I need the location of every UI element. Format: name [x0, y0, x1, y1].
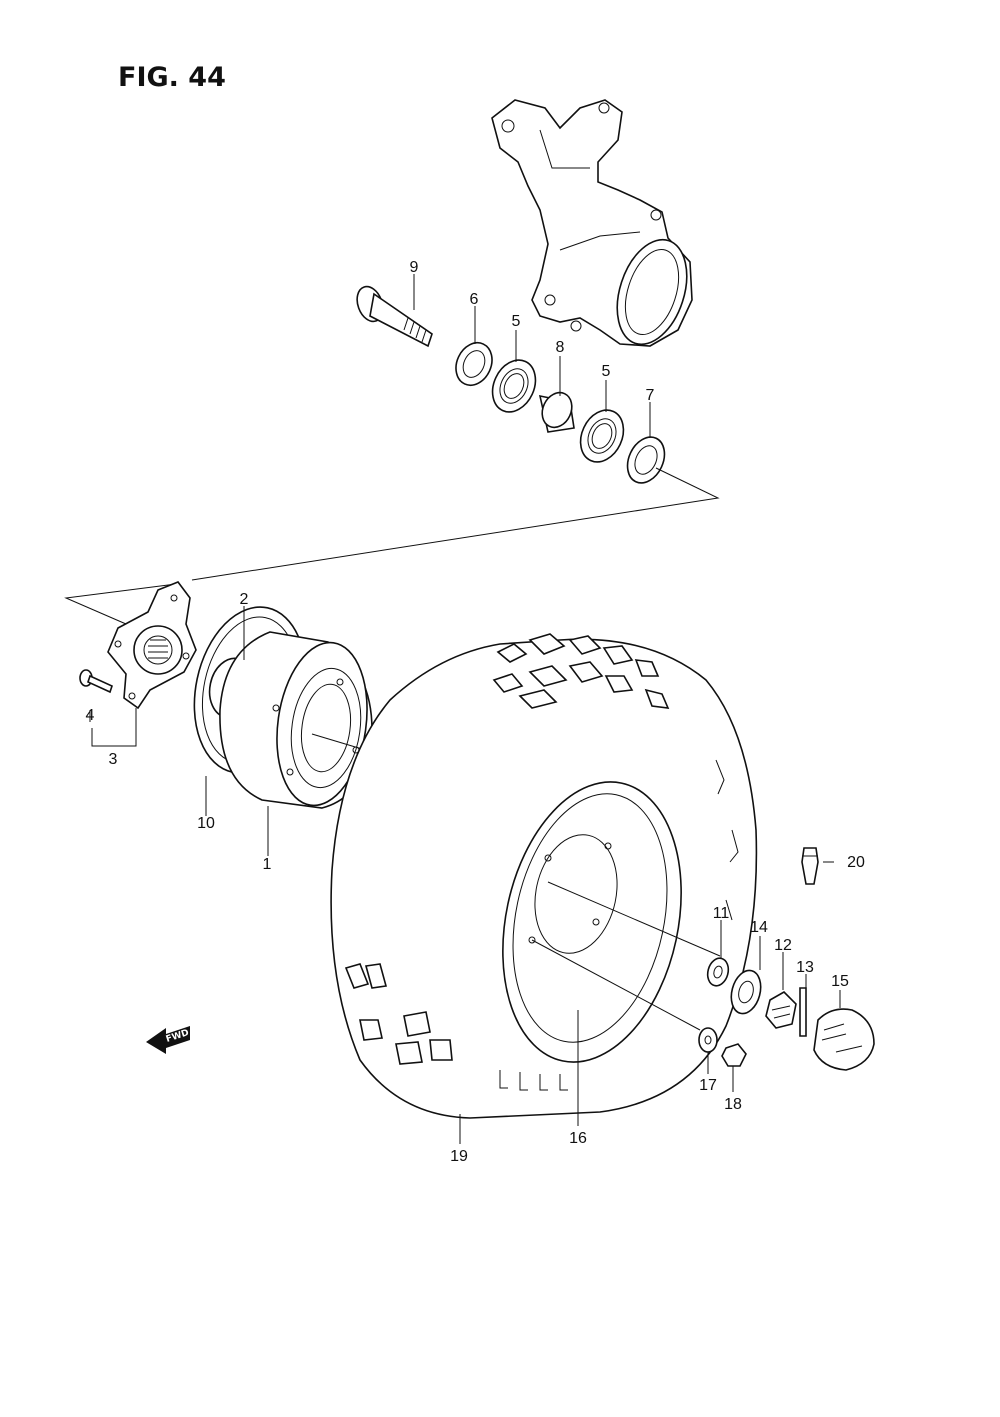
callout-13: 13: [796, 959, 814, 976]
callout-2: 2: [240, 591, 249, 608]
hub-flange: [107, 581, 197, 710]
callout-20: 20: [847, 854, 865, 871]
callout-14: 14: [750, 919, 768, 936]
callout-18: 18: [724, 1096, 742, 1113]
callout-4: 4: [86, 707, 95, 724]
wheel-hub: [219, 631, 373, 809]
callout-16: 16: [569, 1130, 587, 1147]
callout-15: 15: [831, 973, 849, 990]
bolt-4: [79, 669, 113, 694]
callout-8: 8: [556, 339, 565, 356]
fwd-direction-marker: FWD: [146, 1026, 190, 1054]
callout-3: 3: [109, 751, 118, 768]
callout-17: 17: [699, 1077, 717, 1094]
valve-stem-20: [801, 847, 819, 885]
callout-12: 12: [774, 937, 792, 954]
callout-1: 1: [263, 856, 272, 873]
tire: [330, 633, 758, 1119]
axle-shaft: [356, 285, 433, 348]
arrow-left-icon: [146, 1026, 190, 1054]
callout-5-upper: 5: [512, 313, 521, 330]
assembly-reference-line: [64, 467, 720, 625]
leader-lines: [89, 274, 841, 1144]
callout-19: 19: [450, 1148, 468, 1165]
washer-14: [730, 969, 762, 1015]
bearing-5-lower: [579, 409, 625, 463]
castle-nut-12: [765, 991, 797, 1029]
oil-seal-6: [455, 342, 493, 386]
callout-10: 10: [197, 815, 215, 832]
spacer-8: [538, 391, 575, 433]
washer-17: [698, 1027, 718, 1053]
hub-cap-15: [813, 1008, 875, 1071]
callout-6: 6: [470, 291, 479, 308]
figure-title: FIG. 44: [118, 62, 226, 93]
washer-11: [706, 957, 730, 987]
callout-5-lower: 5: [602, 363, 611, 380]
callout-9: 9: [410, 259, 419, 276]
bracket-3: [91, 708, 137, 747]
nut-18: [721, 1043, 747, 1067]
callout-11: 11: [713, 905, 730, 922]
bearing-5-upper: [491, 359, 537, 413]
callout-7: 7: [646, 387, 655, 404]
oil-seal-7: [626, 436, 666, 484]
steering-knuckle: [491, 99, 693, 347]
cotter-pin-13: [799, 987, 807, 1037]
